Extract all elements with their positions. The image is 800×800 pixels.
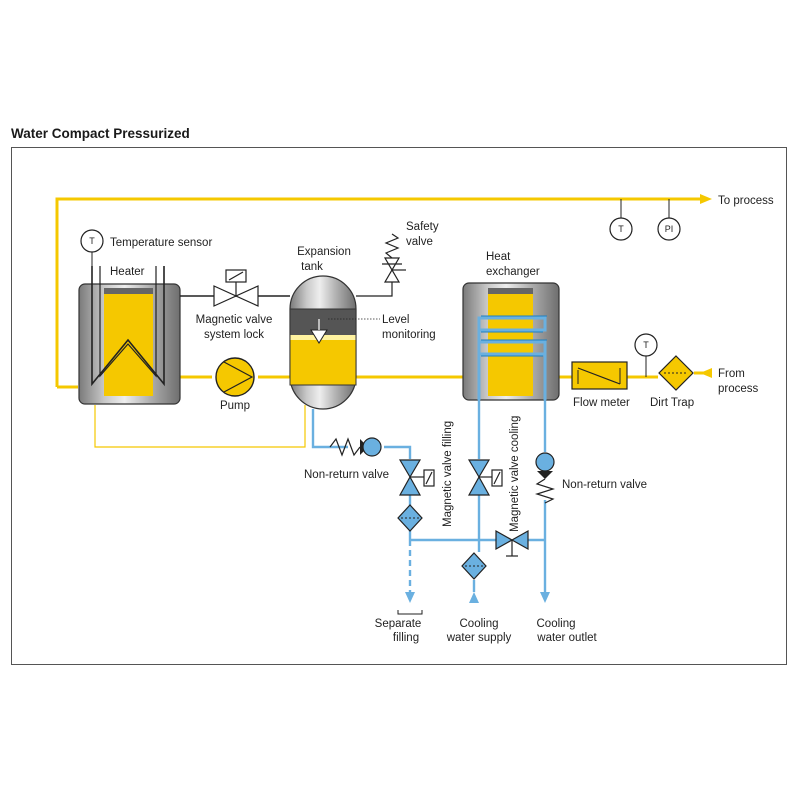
label-heater: Heater bbox=[110, 266, 145, 278]
diagram-title: Water Compact Pressurized bbox=[11, 126, 190, 141]
cooling-outlet-arrow bbox=[540, 592, 550, 603]
label-separate-filling-line1: Separate bbox=[375, 618, 422, 630]
label-dirt-trap: Dirt Trap bbox=[650, 397, 694, 409]
label-temperature-sensor: Temperature sensor bbox=[110, 237, 212, 249]
label-separate-filling-line2: filling bbox=[393, 632, 419, 644]
label-cooling-outlet-line2: water outlet bbox=[536, 632, 597, 644]
label-magnetic-valve-line2: system lock bbox=[204, 329, 264, 341]
diagram-frame bbox=[11, 147, 787, 665]
heater-tank bbox=[78, 266, 181, 405]
cooling-supply-arrow bbox=[469, 592, 479, 603]
label-safety-valve-line1: Safety bbox=[406, 221, 439, 233]
label-expansion-tank-line1: Expansion bbox=[297, 246, 351, 258]
label-from-process-line1: From bbox=[718, 368, 745, 380]
label-non-return-valve-left: Non-return valve bbox=[304, 469, 389, 481]
label-non-return-valve-right: Non-return valve bbox=[562, 479, 647, 491]
cooling-piping bbox=[311, 400, 547, 592]
supply-pipe-top bbox=[55, 197, 700, 387]
label-magnetic-valve-filling: Magnetic valve filling bbox=[442, 421, 454, 527]
label-expansion-tank-line2: tank bbox=[301, 261, 323, 273]
to-process-arrow bbox=[700, 194, 712, 204]
separate-filling-arrow bbox=[405, 592, 415, 603]
bypass-line bbox=[94, 405, 306, 448]
label-heat-exchanger-line2: exchanger bbox=[486, 266, 540, 278]
label-magnetic-valve-line1: Magnetic valve bbox=[196, 314, 273, 326]
bypass-valve bbox=[495, 529, 529, 557]
label-to-process: To process bbox=[718, 195, 774, 207]
magnetic-valve-cooling bbox=[467, 459, 503, 496]
heat-exchanger bbox=[462, 282, 560, 401]
process-instruments: T PI bbox=[609, 199, 681, 241]
filter-filling bbox=[397, 504, 423, 532]
label-cooling-supply-line1: Cooling bbox=[460, 618, 499, 630]
expansion-tank bbox=[289, 275, 380, 410]
temperature-sensor-heater: T bbox=[80, 229, 104, 284]
label-magnetic-valve-cooling: Magnetic valve cooling bbox=[509, 416, 521, 532]
pump bbox=[215, 357, 255, 397]
non-return-valve-right bbox=[534, 452, 556, 504]
non-return-valve-left bbox=[329, 437, 382, 457]
safety-valve bbox=[356, 233, 406, 297]
label-cooling-outlet-line1: Cooling bbox=[537, 618, 576, 630]
dirt-trap bbox=[658, 355, 694, 391]
process-pressure-symbol: PI bbox=[665, 224, 674, 234]
temperature-sensor-symbol: T bbox=[89, 236, 95, 246]
separate-filling-cap bbox=[397, 610, 423, 615]
magnetic-valve-filling bbox=[398, 459, 435, 496]
from-process-arrow bbox=[700, 368, 712, 378]
process-temperature-symbol: T bbox=[618, 224, 624, 234]
label-cooling-supply-line2: water supply bbox=[446, 632, 512, 644]
process-piping bbox=[55, 197, 712, 389]
temperature-sensor-return: T bbox=[634, 333, 658, 377]
label-pump: Pump bbox=[220, 400, 250, 412]
label-level-monitoring-line2: monitoring bbox=[382, 329, 436, 341]
flow-meter bbox=[571, 361, 628, 390]
filter-cooling-supply bbox=[461, 552, 487, 580]
label-from-process-line2: process bbox=[718, 383, 759, 395]
label-safety-valve-line2: valve bbox=[406, 236, 433, 248]
magnetic-valve-system-lock bbox=[180, 269, 290, 307]
heating-element bbox=[91, 266, 165, 387]
cooling-coil bbox=[477, 316, 547, 400]
label-level-monitoring-line1: Level bbox=[382, 314, 410, 326]
label-flow-meter: Flow meter bbox=[573, 397, 630, 409]
label-heat-exchanger-line1: Heat bbox=[486, 251, 511, 263]
temperature-sensor-return-symbol: T bbox=[643, 340, 649, 350]
